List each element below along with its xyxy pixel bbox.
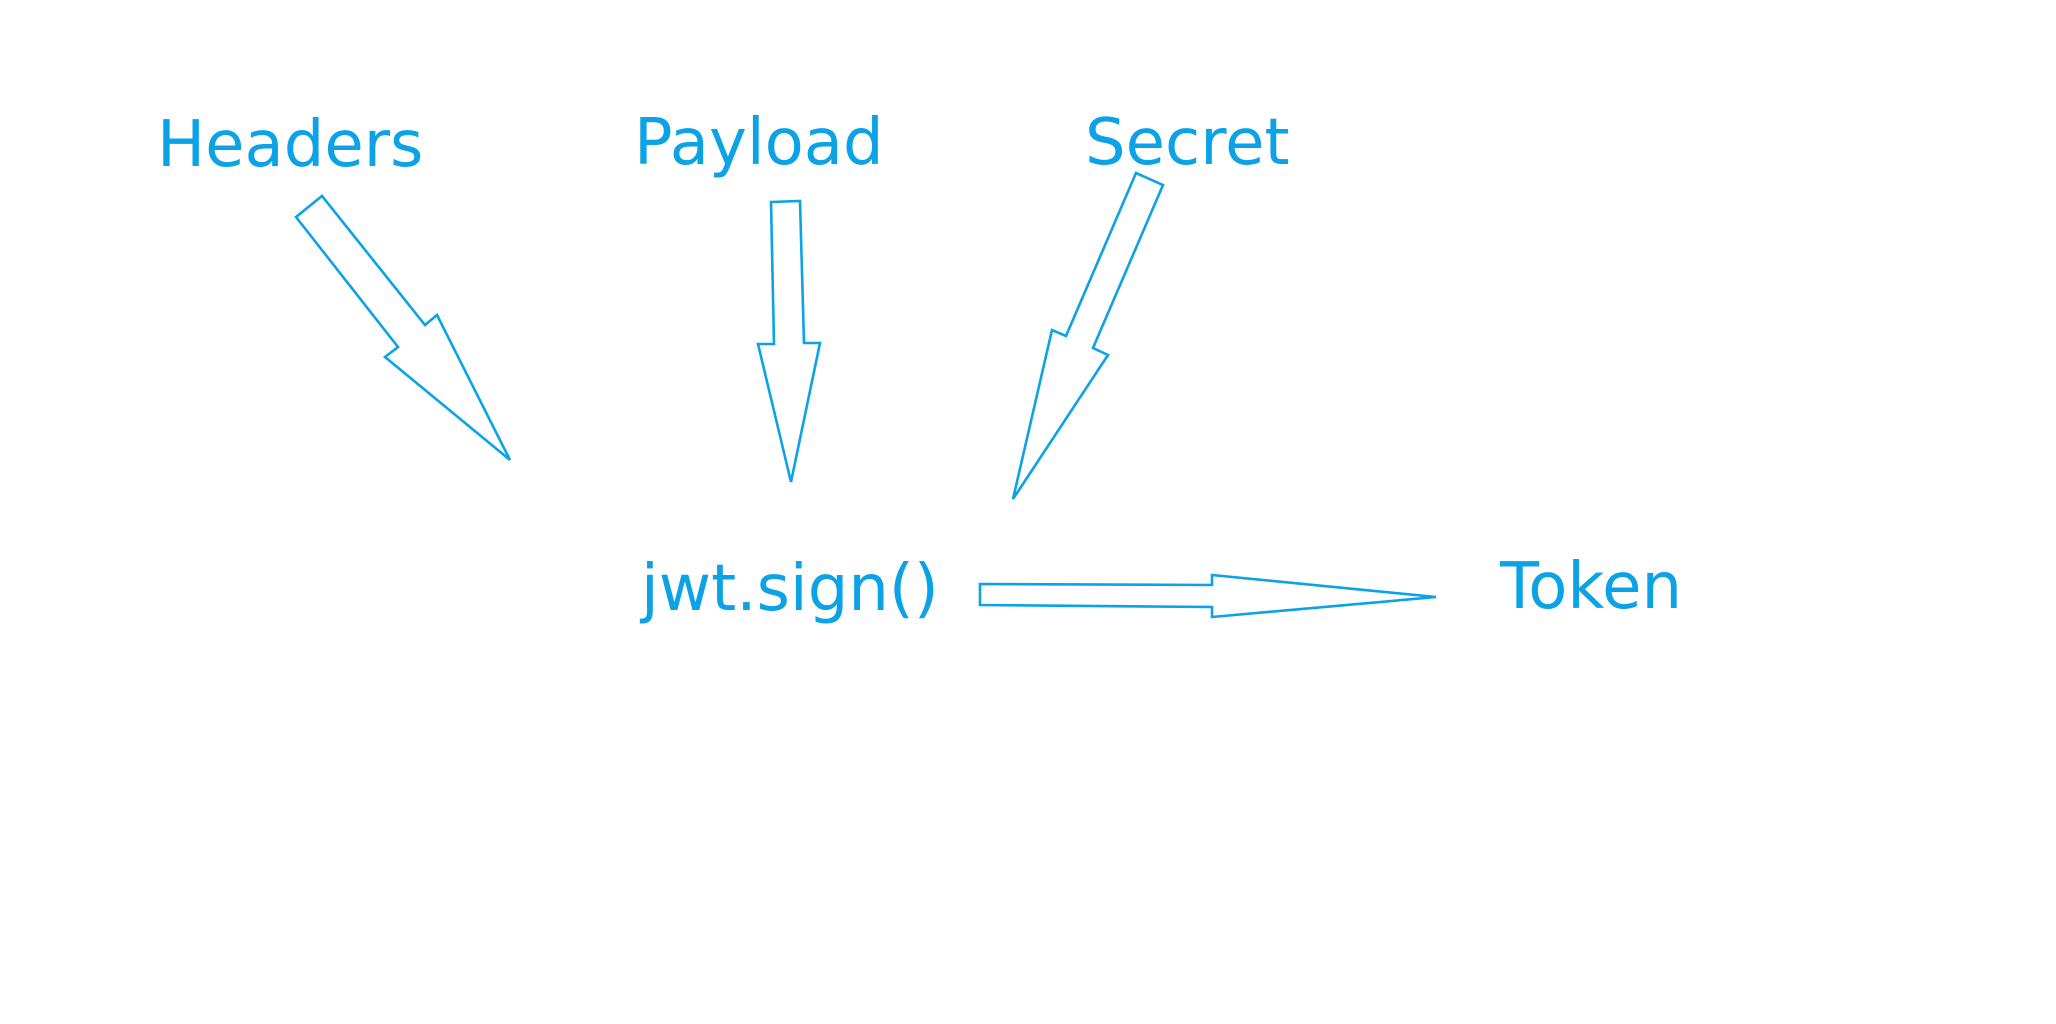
sign-to-token-arrow: [978, 573, 1437, 619]
secret-to-sign-arrow: [1011, 171, 1165, 500]
jwt-sign-label: jwt.sign(): [641, 552, 939, 626]
headers-label: Headers: [157, 108, 424, 182]
secret-label: Secret: [1085, 106, 1290, 180]
payload-label: Payload: [634, 106, 884, 180]
payload-to-sign-arrow: [756, 199, 822, 483]
token-label: Token: [1500, 550, 1683, 624]
headers-to-sign-arrow: [294, 194, 512, 462]
